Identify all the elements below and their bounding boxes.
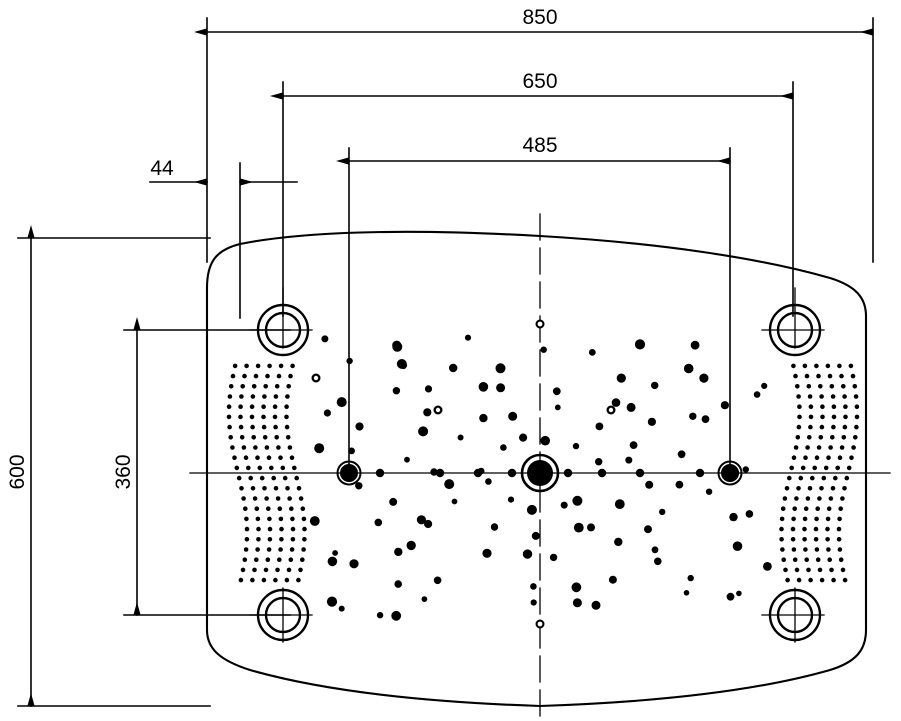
dimension-label-650: 650 (522, 70, 557, 93)
center-hub (520, 453, 560, 493)
dimension-label-44: 44 (150, 157, 174, 180)
pivot-left (336, 460, 362, 486)
dimension-label-360: 360 (112, 454, 135, 489)
texture-right (779, 363, 860, 583)
pivot-right (717, 460, 743, 486)
part-outline (205, 230, 868, 708)
axis-marker-dots (311, 319, 616, 629)
dimension-label-485: 485 (522, 134, 557, 157)
extension-lines (17, 17, 874, 707)
boss-top-left (249, 287, 313, 357)
boss-bottom-right (761, 587, 825, 643)
texture-left (226, 363, 307, 583)
boss-top-right (761, 287, 825, 357)
dimension-label-600: 600 (6, 454, 29, 489)
dimension-label-850: 850 (522, 6, 557, 29)
boss-bottom-left (249, 587, 313, 643)
